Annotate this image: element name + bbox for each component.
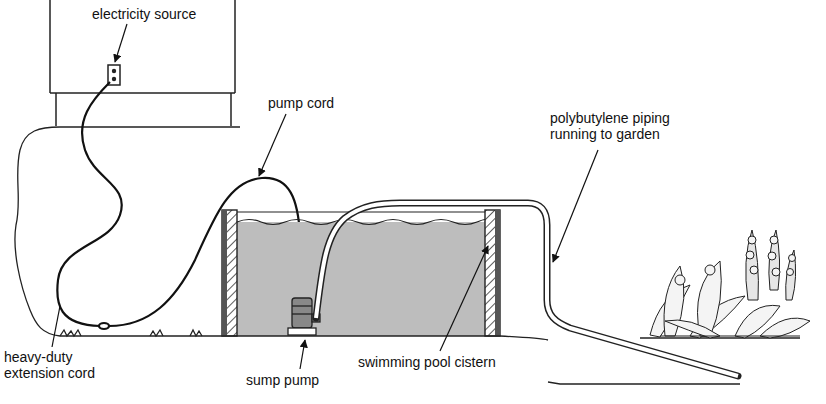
leader-lines: [52, 24, 598, 369]
garden-plants: [650, 230, 810, 338]
cistern: [222, 210, 500, 336]
part-label: sump pump: [246, 372, 346, 388]
ground: [15, 127, 800, 384]
part-label: polybutylene piping running to garden: [550, 110, 690, 142]
part-label: heavy-duty extension cord: [4, 349, 114, 381]
piping: [316, 203, 738, 376]
part-label: swimming pool cistern: [358, 354, 548, 370]
part-label: electricity source: [92, 6, 222, 22]
part-label: pump cord: [268, 95, 368, 111]
house: [50, 0, 235, 126]
